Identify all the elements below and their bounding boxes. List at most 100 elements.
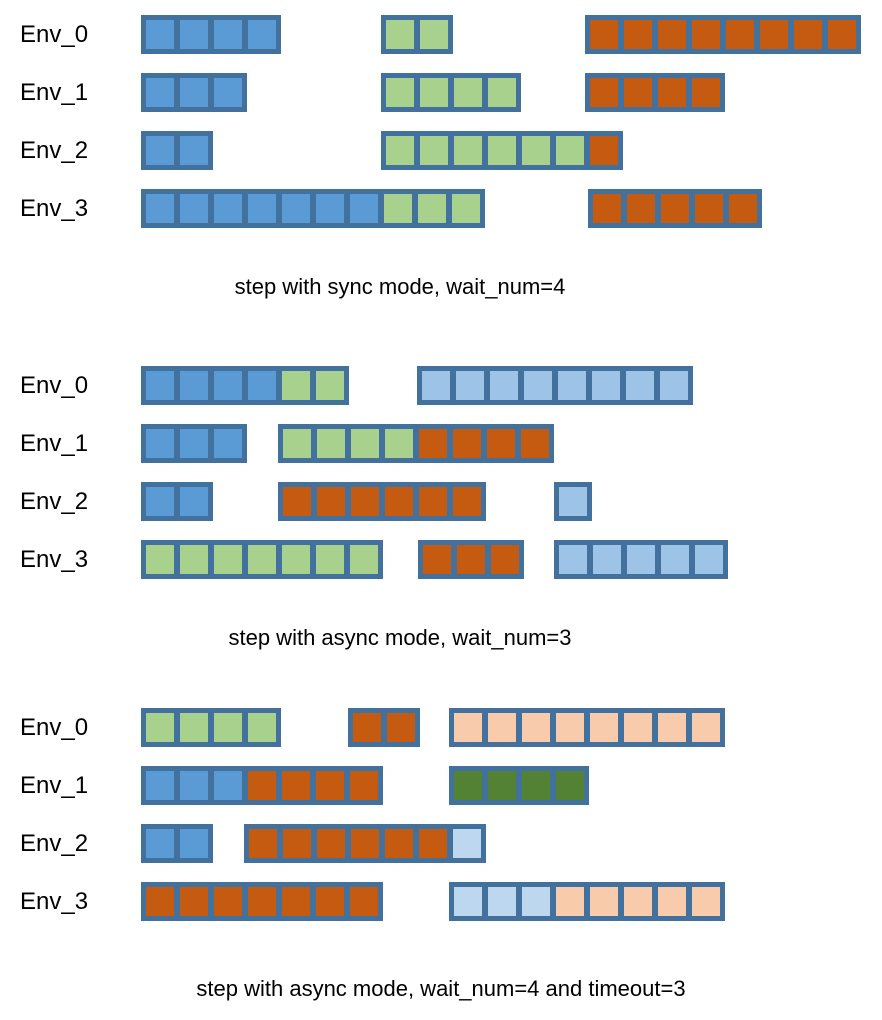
timeline-area: [141, 366, 882, 405]
timeline-area: [141, 189, 882, 228]
step-block-orange: [353, 713, 381, 742]
timeline-area: [141, 708, 882, 747]
env-row: Env_3: [0, 189, 882, 228]
step-block-darkgreen: [454, 771, 482, 800]
step-bar: [141, 708, 281, 747]
env-row: Env_1: [0, 766, 882, 805]
step-block-peach: [590, 887, 618, 916]
step-bar: [141, 766, 383, 805]
step-block-blue: [214, 78, 242, 107]
step-block-green: [522, 136, 550, 165]
step-block-orange: [624, 78, 652, 107]
env-label: Env_1: [20, 772, 89, 799]
step-block-blue: [248, 194, 276, 223]
step-block-green: [316, 371, 344, 400]
step-bar: [585, 15, 861, 54]
step-bar: [141, 540, 383, 579]
env-row: Env_3: [0, 882, 882, 921]
step-block-green: [452, 194, 480, 223]
step-block-paleblue: [488, 887, 516, 916]
step-block-orange: [692, 78, 720, 107]
step-block-blue: [350, 194, 378, 223]
step-block-orange: [316, 771, 344, 800]
step-block-orange: [419, 429, 447, 458]
step-block-blue: [146, 487, 174, 516]
step-block-orange: [249, 829, 277, 858]
step-block-orange: [726, 20, 754, 49]
step-block-blue: [180, 20, 208, 49]
step-block-blue: [316, 194, 344, 223]
step-block-green: [454, 78, 482, 107]
step-block-orange: [661, 194, 689, 223]
step-block-peach: [556, 713, 584, 742]
step-block-orange: [351, 487, 379, 516]
step-block-lightblue: [593, 545, 621, 574]
env-row: Env_0: [0, 366, 882, 405]
step-block-lightblue: [490, 371, 518, 400]
step-bar: [554, 540, 728, 579]
step-block-orange: [283, 487, 311, 516]
step-block-green: [386, 78, 414, 107]
step-block-green: [384, 194, 412, 223]
step-block-orange: [248, 887, 276, 916]
step-block-green: [316, 545, 344, 574]
step-block-green: [386, 20, 414, 49]
step-bar: [278, 424, 554, 463]
step-block-green: [283, 429, 311, 458]
step-block-peach: [488, 713, 516, 742]
step-block-blue: [146, 78, 174, 107]
step-block-green: [488, 78, 516, 107]
step-block-orange: [453, 487, 481, 516]
step-block-orange: [351, 829, 379, 858]
step-block-green: [386, 136, 414, 165]
env-label: Env_2: [20, 830, 89, 857]
step-block-orange: [317, 829, 345, 858]
step-block-darkgreen: [556, 771, 584, 800]
step-block-lightblue: [592, 371, 620, 400]
step-block-orange: [658, 78, 686, 107]
step-block-orange: [491, 545, 519, 574]
step-bar: [141, 189, 485, 228]
step-block-peach: [522, 713, 550, 742]
step-block-blue: [146, 136, 174, 165]
step-bar: [141, 15, 281, 54]
step-block-blue: [180, 487, 208, 516]
step-block-blue: [282, 194, 310, 223]
step-block-green: [420, 136, 448, 165]
env-row: Env_3: [0, 540, 882, 579]
step-block-darkgreen: [522, 771, 550, 800]
step-block-orange: [419, 487, 447, 516]
env-row: Env_1: [0, 424, 882, 463]
step-block-orange: [385, 829, 413, 858]
timeline-area: [141, 824, 882, 863]
step-block-orange: [521, 429, 549, 458]
step-block-green: [180, 713, 208, 742]
step-block-orange: [828, 20, 856, 49]
step-block-orange: [282, 887, 310, 916]
step-block-blue: [214, 771, 242, 800]
step-block-paleblue: [522, 887, 550, 916]
step-block-green: [351, 429, 379, 458]
step-block-peach: [658, 713, 686, 742]
panel-caption: step with async mode, wait_num=4 and tim…: [196, 976, 686, 1001]
step-bar: [141, 424, 247, 463]
step-block-green: [146, 713, 174, 742]
step-block-paleblue: [454, 887, 482, 916]
step-block-green: [282, 371, 310, 400]
step-bar: [588, 189, 762, 228]
env-label: Env_0: [20, 21, 89, 48]
step-block-lightblue: [524, 371, 552, 400]
step-block-orange: [283, 829, 311, 858]
timeline-area: [141, 424, 882, 463]
step-block-blue: [146, 194, 174, 223]
step-block-orange: [282, 771, 310, 800]
step-block-orange: [593, 194, 621, 223]
step-block-orange: [350, 887, 378, 916]
step-bar: [585, 73, 725, 112]
step-block-blue: [180, 829, 208, 858]
